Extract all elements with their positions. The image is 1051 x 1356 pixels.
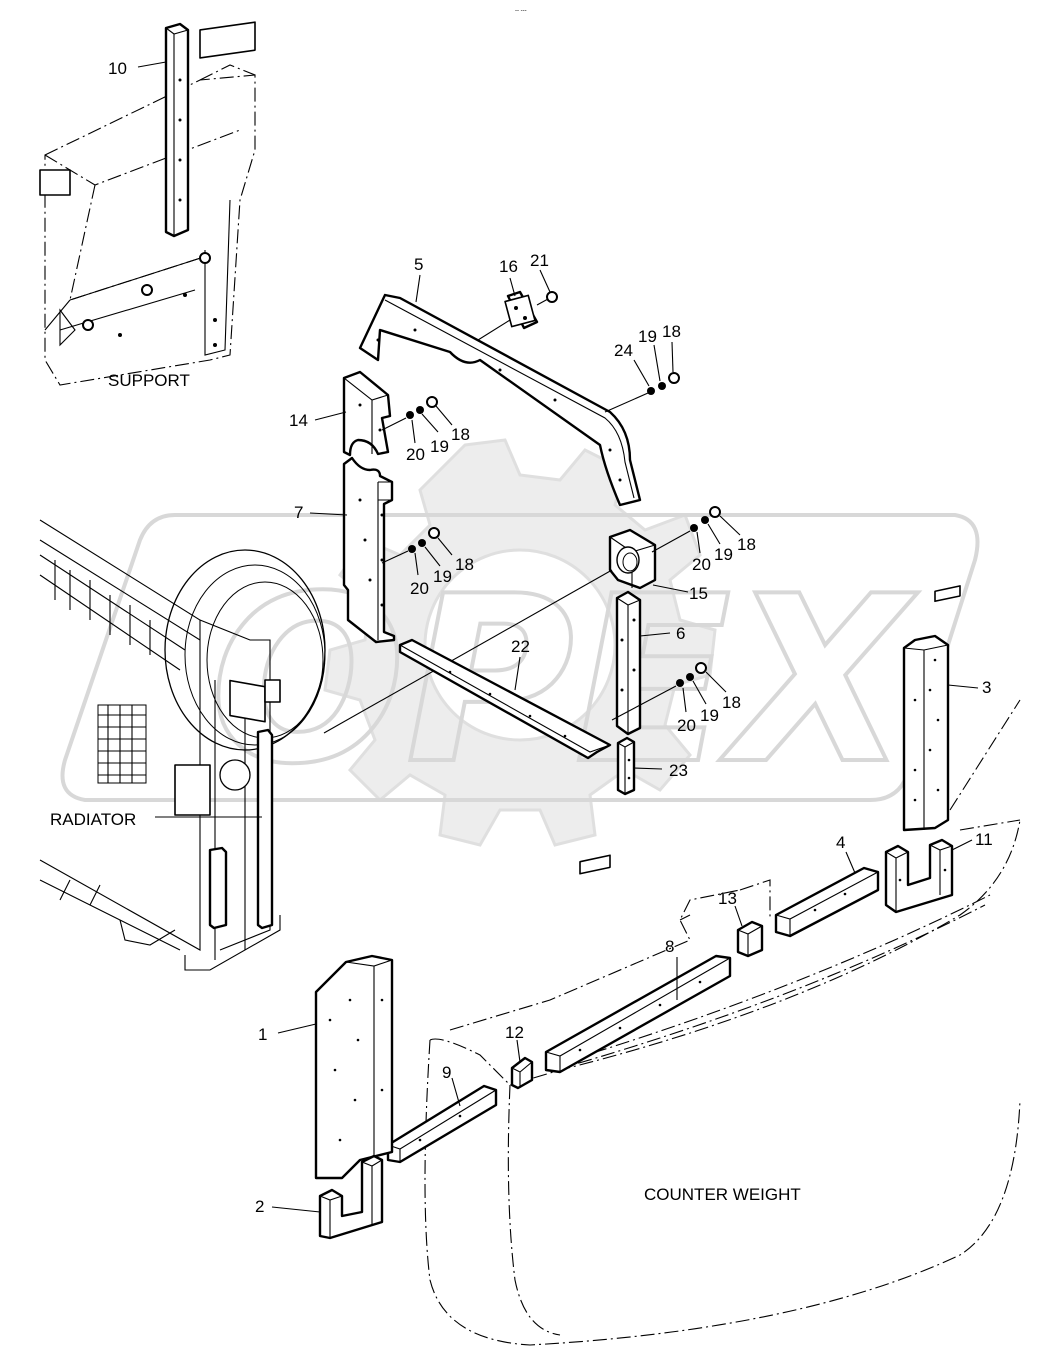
label-22: 22 bbox=[511, 637, 530, 656]
label-20-d: 20 bbox=[677, 716, 696, 735]
label-18-d: 18 bbox=[722, 693, 741, 712]
label-19-c: 19 bbox=[714, 545, 733, 564]
label-9: 9 bbox=[442, 1063, 451, 1082]
section-counter-weight: COUNTER WEIGHT bbox=[644, 1185, 801, 1204]
part-1: 1 bbox=[258, 954, 394, 1180]
label-10: 10 bbox=[108, 59, 127, 78]
part-3: 3 bbox=[902, 634, 991, 832]
section-support: SUPPORT bbox=[108, 371, 190, 390]
label-11: 11 bbox=[975, 830, 993, 849]
part-6: 6 bbox=[615, 590, 685, 736]
section-radiator: RADIATOR bbox=[50, 810, 136, 829]
part-2: 2 bbox=[255, 1154, 384, 1240]
label-19-d: 19 bbox=[700, 706, 719, 725]
label-19-a: 19 bbox=[430, 437, 449, 456]
part-23: 23 bbox=[616, 736, 688, 796]
label-12: 12 bbox=[505, 1023, 524, 1042]
label-20-b: 20 bbox=[410, 579, 429, 598]
part-16: 16 bbox=[477, 257, 539, 341]
label-3: 3 bbox=[982, 678, 991, 697]
label-1: 1 bbox=[258, 1025, 267, 1044]
label-14: 14 bbox=[289, 411, 308, 430]
label-7: 7 bbox=[294, 503, 303, 522]
fastener-group-a: 20 19 18 bbox=[381, 396, 470, 464]
part-22: 22 bbox=[398, 637, 612, 760]
label-19-b: 19 bbox=[433, 567, 452, 586]
label-8: 8 bbox=[665, 937, 674, 956]
fastener-group-top: 24 19 18 bbox=[604, 322, 681, 413]
part-9: 9 bbox=[386, 1063, 498, 1164]
part-15: 15 bbox=[323, 528, 708, 734]
watermark-text: OPEX bbox=[210, 548, 918, 815]
part-10: 10 bbox=[108, 22, 190, 238]
label-20-c: 20 bbox=[692, 555, 711, 574]
label-23: 23 bbox=[669, 761, 688, 780]
part-11: 11 bbox=[884, 830, 993, 914]
part-7: 7 bbox=[294, 456, 396, 644]
label-6: 6 bbox=[676, 624, 685, 643]
part-4: 4 bbox=[774, 833, 880, 938]
label-19-top: 19 bbox=[638, 327, 657, 346]
counter-weight bbox=[424, 585, 1021, 1346]
label-15: 15 bbox=[689, 584, 708, 603]
part-5: 5 bbox=[358, 255, 642, 507]
radiator-assembly bbox=[39, 519, 326, 971]
support-frame bbox=[39, 21, 256, 386]
label-18-a: 18 bbox=[451, 425, 470, 444]
label-16: 16 bbox=[499, 257, 518, 276]
label-4: 4 bbox=[836, 833, 845, 852]
header-mark: -- --- bbox=[515, 8, 527, 14]
label-13: 13 bbox=[718, 889, 737, 908]
part-14: 14 bbox=[289, 370, 392, 457]
label-21: 21 bbox=[530, 251, 549, 270]
label-5: 5 bbox=[414, 255, 423, 274]
watermark-logo: OPEX bbox=[60, 513, 980, 817]
fastener-group-d: 20 19 18 bbox=[611, 662, 741, 735]
part-12: 12 bbox=[505, 1023, 534, 1090]
part-8: 8 bbox=[544, 937, 732, 1074]
part-13: 13 bbox=[718, 889, 764, 958]
label-24: 24 bbox=[614, 341, 633, 360]
label-18-top: 18 bbox=[662, 322, 681, 341]
label-2: 2 bbox=[255, 1197, 264, 1216]
part-21: 21 bbox=[530, 251, 558, 306]
fastener-group-b: 20 19 18 bbox=[381, 527, 474, 598]
label-20-a: 20 bbox=[406, 445, 425, 464]
label-18-c: 18 bbox=[737, 535, 756, 554]
fastener-group-c: 20 19 18 bbox=[651, 506, 756, 574]
label-18-b: 18 bbox=[455, 555, 474, 574]
